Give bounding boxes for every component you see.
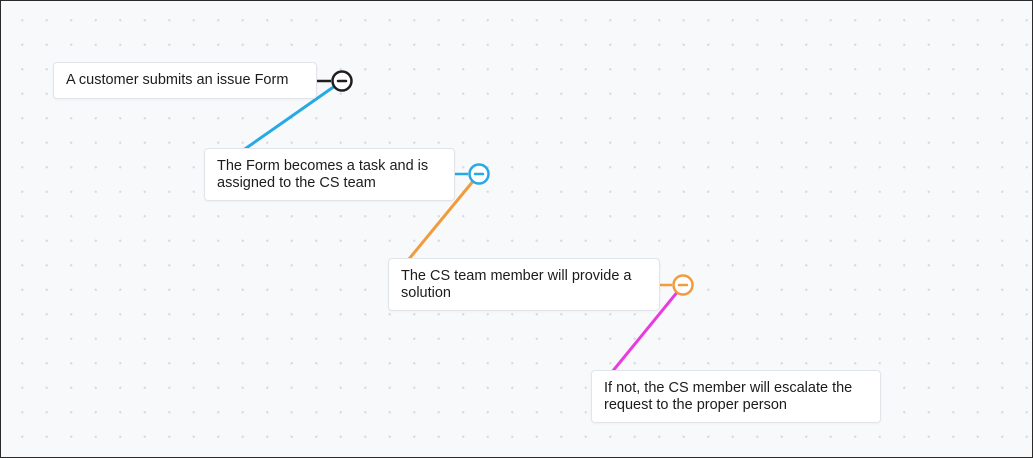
collapse-minus-icon[interactable] bbox=[672, 274, 694, 296]
node-text: The Form becomes a task and is assigned … bbox=[217, 157, 429, 191]
node-cs-member-escalate[interactable]: If not, the CS member will escalate the … bbox=[591, 370, 881, 423]
node-cs-member-solution[interactable]: The CS team member will provide a soluti… bbox=[388, 258, 660, 311]
connector-node3-node4 bbox=[610, 283, 685, 374]
node-text: The CS team member will provide a soluti… bbox=[401, 267, 632, 301]
node-text: If not, the CS member will escalate the … bbox=[604, 379, 853, 413]
connector-node1-node2 bbox=[240, 79, 344, 153]
connector-node2-node3 bbox=[407, 172, 481, 261]
node-text: A customer submits an issue Form bbox=[66, 72, 289, 88]
node-form-becomes-task[interactable]: The Form becomes a task and is assigned … bbox=[204, 148, 455, 201]
collapse-minus-icon[interactable] bbox=[468, 163, 490, 185]
collapse-minus-icon[interactable] bbox=[331, 70, 353, 92]
node-customer-submits-form[interactable]: A customer submits an issue Form bbox=[53, 62, 317, 99]
